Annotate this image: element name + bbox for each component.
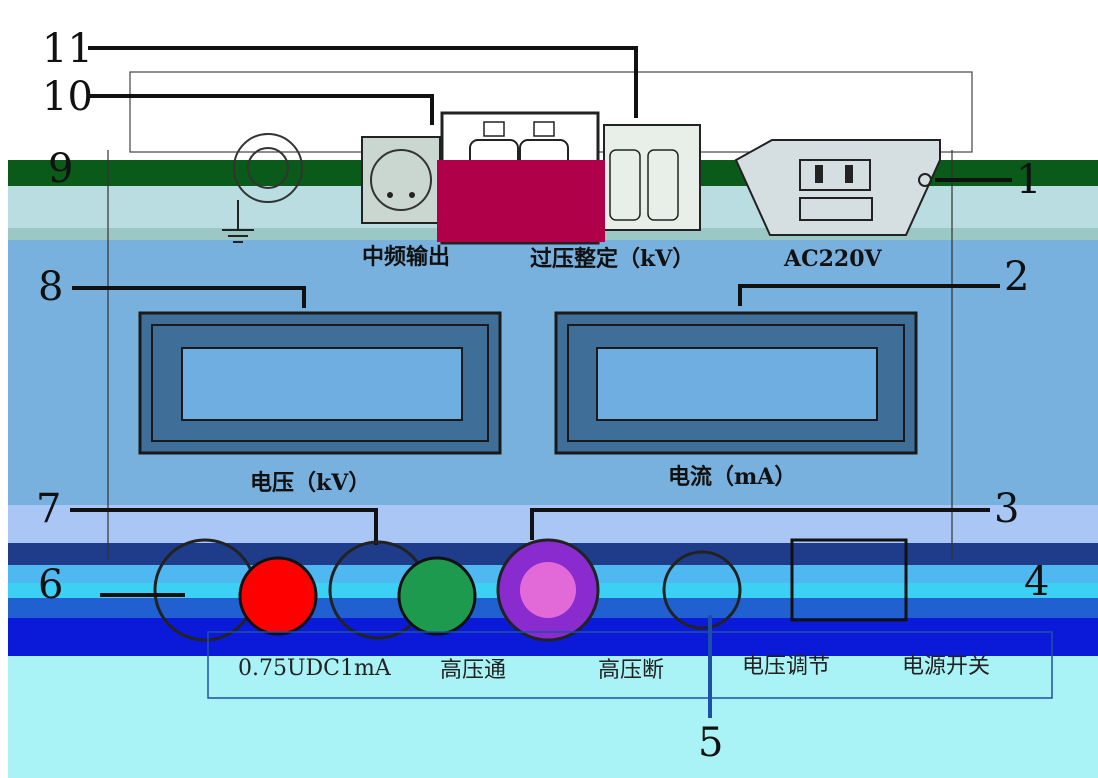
red-indicator-button	[238, 556, 318, 636]
voltage-adjust-knob	[662, 550, 742, 630]
callout-3: 3	[994, 486, 1019, 532]
voltage-meter-label: 电压（kV）	[250, 470, 370, 496]
ac-socket-icon	[734, 139, 941, 236]
callout-line-2	[738, 284, 1000, 306]
callout-line-7	[70, 508, 378, 545]
callout-1: 1	[1016, 157, 1041, 203]
callout-4: 4	[1024, 559, 1049, 605]
hv-off-cap	[520, 562, 576, 618]
callout-6: 6	[38, 562, 63, 608]
green-indicator-button	[397, 556, 477, 636]
callout-line-3	[530, 508, 990, 540]
power-switch	[790, 538, 908, 622]
callout-2: 2	[1004, 254, 1029, 300]
callout-line-10	[88, 94, 434, 125]
callout-11: 11	[42, 26, 93, 72]
mid-freq-output-label: 中频输出	[362, 244, 450, 270]
callout-line-8	[72, 286, 306, 308]
callout-7: 7	[36, 486, 61, 532]
callout-10: 10	[42, 74, 93, 120]
overvoltage-setting-label: 过压整定（kV）	[530, 246, 694, 272]
voltage-adjust-label: 电压调节	[742, 654, 830, 679]
hv-off-label: 高压断	[598, 658, 664, 683]
current-lcd-screen	[596, 347, 878, 421]
bottom-label-box	[207, 631, 1053, 699]
current-meter	[554, 311, 918, 455]
voltage-meter	[138, 311, 502, 455]
xlr-connector-icon	[361, 136, 441, 224]
power-switch-label: 电源开关	[902, 654, 990, 679]
bottom-light-band	[8, 656, 1098, 778]
callout-line-11	[88, 46, 638, 118]
ac220-label: AC220V	[783, 246, 883, 272]
crimson-block	[437, 160, 605, 242]
callout-9: 9	[48, 146, 73, 192]
hv-on-label: 高压通	[440, 658, 506, 683]
callout-5: 5	[698, 720, 723, 766]
current-meter-label: 电流（mA）	[668, 464, 796, 490]
voltage-lcd-screen	[181, 347, 463, 421]
udc-label: 0.75UDC1mA	[238, 656, 392, 681]
callout-8: 8	[38, 264, 63, 310]
ground-icon	[222, 229, 254, 243]
ground-terminal	[222, 133, 303, 243]
